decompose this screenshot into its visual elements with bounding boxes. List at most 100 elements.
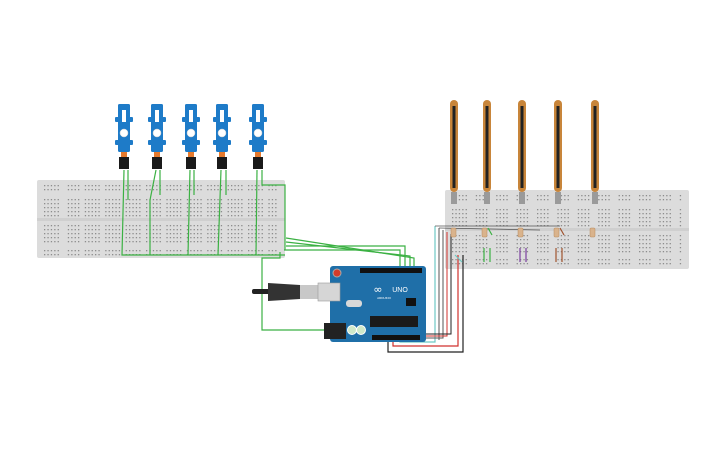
wire-servo-1[interactable]	[121, 169, 285, 256]
arduino-uno-board[interactable]: ∞ UNO ARDUINO	[252, 266, 426, 342]
wire-servo-5[interactable]	[255, 169, 258, 256]
breadboard-hole	[479, 209, 481, 211]
resistor-1[interactable]	[450, 227, 457, 238]
jumper-green-3[interactable]	[487, 227, 493, 236]
breadboard-hole	[628, 213, 631, 215]
breadboard-hole	[95, 229, 97, 231]
wire-left-to-arduino-top[interactable]	[284, 249, 401, 268]
flex-sensor-track	[452, 106, 456, 188]
breadboard-hole	[67, 225, 70, 227]
breadboard-hole	[210, 233, 212, 235]
breadboard-hole	[180, 237, 182, 239]
breadboard-hole	[547, 247, 549, 249]
breadboard-hole	[271, 189, 274, 191]
wire-servo-5b[interactable]	[261, 170, 286, 250]
breadboard-hole	[540, 251, 542, 253]
breadboard-hole	[452, 213, 454, 215]
resistor-2[interactable]	[481, 227, 488, 238]
breadboard-hole	[193, 215, 195, 217]
breadboard-hole	[486, 221, 488, 223]
breadboard-hole	[598, 225, 600, 227]
arduino-reset-button[interactable]	[332, 268, 342, 278]
breadboard-hole	[649, 199, 651, 201]
breadboard-hole	[112, 237, 114, 239]
breadboard-hole	[186, 207, 189, 209]
flex-sensor-3[interactable]	[518, 100, 526, 204]
resistor-5[interactable]	[589, 227, 596, 238]
breadboard-hole	[190, 215, 192, 217]
servo-horn[interactable]	[189, 110, 193, 122]
servo-horn[interactable]	[155, 110, 159, 122]
jumper-teal[interactable]	[454, 254, 463, 263]
breadboard-hole	[608, 195, 610, 197]
breadboard-hole	[649, 221, 651, 223]
breadboard-hole	[560, 221, 563, 223]
breadboard-hole	[227, 250, 229, 252]
breadboard-hole	[220, 199, 223, 201]
breadboard-hole	[271, 215, 274, 217]
breadboard-hole	[258, 225, 260, 227]
flex-sensor-1[interactable]	[450, 100, 458, 204]
breadboard-right[interactable]	[445, 190, 689, 269]
flex-sensor-2[interactable]	[483, 100, 491, 204]
servo-horn[interactable]	[220, 110, 224, 122]
wire-a4[interactable]	[420, 234, 452, 335]
wire-rail-to-arduino[interactable]	[261, 252, 345, 331]
breadboard-hole	[129, 241, 131, 243]
servo-motor-1[interactable]	[115, 104, 133, 169]
breadboard-hole	[237, 203, 240, 205]
wire-servo-3[interactable]	[187, 169, 191, 256]
wire-left-to-arduino-top3[interactable]	[285, 241, 411, 268]
resistor-4[interactable]	[553, 227, 560, 238]
breadboard-hole	[135, 250, 138, 252]
breadboard-hole	[462, 221, 464, 223]
breadboard-hole	[639, 209, 641, 211]
servo-motor-3[interactable]	[182, 104, 200, 169]
wire-servo-2[interactable]	[149, 169, 157, 255]
flex-sensor-5[interactable]	[591, 100, 599, 204]
usb-connector	[300, 285, 320, 299]
breadboard-hole	[537, 259, 539, 261]
breadboard-hole	[598, 217, 600, 219]
breadboard-hole	[98, 207, 100, 209]
resistor-3[interactable]	[517, 227, 524, 238]
breadboard-hole	[234, 211, 236, 213]
breadboard-hole	[523, 247, 525, 249]
wire-servo-4[interactable]	[217, 169, 222, 256]
breadboard-hole	[598, 259, 600, 261]
breadboard-hole	[679, 247, 682, 249]
breadboard-hole	[173, 229, 175, 231]
breadboard-hole	[220, 229, 223, 231]
wire-left-to-arduino-top4[interactable]	[285, 237, 415, 268]
wire-red-power[interactable]	[392, 255, 459, 347]
breadboard-hole	[95, 211, 97, 213]
breadboard-hole	[47, 185, 49, 187]
servo-horn[interactable]	[256, 110, 260, 122]
servo-motor-5[interactable]	[249, 104, 267, 169]
breadboard-hole	[91, 185, 93, 187]
breadboard-hole	[649, 239, 651, 241]
servo-horn[interactable]	[122, 110, 126, 122]
breadboard-hole	[54, 203, 56, 205]
breadboard-hole	[462, 195, 464, 197]
breadboard-hole	[458, 243, 461, 245]
breadboard-hole	[214, 185, 216, 187]
servo-motor-4[interactable]	[213, 104, 231, 169]
flex-sensor-4[interactable]	[554, 100, 562, 204]
flex-sensor-pins	[484, 192, 490, 204]
breadboard-hole	[458, 263, 461, 265]
breadboard-hole	[601, 259, 603, 261]
breadboard-hole	[506, 243, 508, 245]
usb-plug-body[interactable]	[268, 283, 300, 301]
wire-black-ground[interactable]	[387, 255, 464, 353]
breadboard-hole	[210, 199, 212, 201]
breadboard-left[interactable]	[37, 180, 285, 258]
breadboard-hole	[176, 229, 178, 231]
breadboard-hole	[520, 209, 522, 211]
usb-cable[interactable]	[252, 289, 272, 294]
jumper-brown-3[interactable]	[559, 227, 565, 236]
breadboard-hole	[210, 225, 212, 227]
servo-motor-2[interactable]	[148, 104, 166, 169]
